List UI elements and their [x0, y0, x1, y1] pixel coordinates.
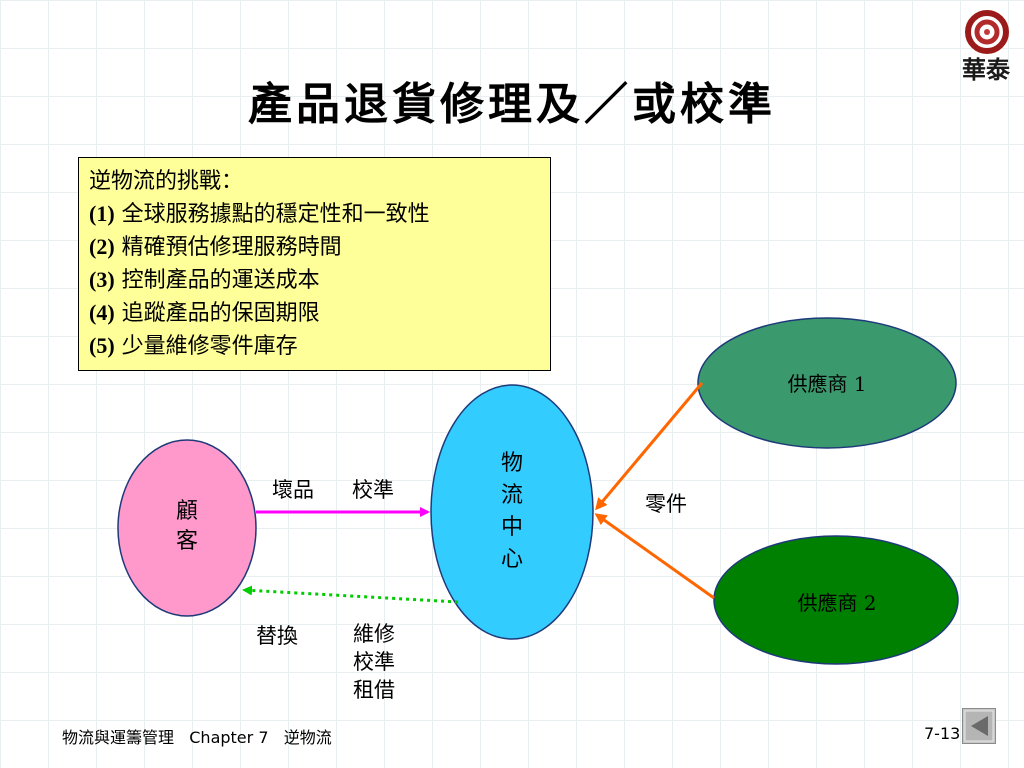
customer-label-line: 客: [175, 529, 198, 554]
supplier-2-node: [713, 535, 959, 665]
logistics-center-node: [430, 384, 594, 640]
challenge-item: (5) 少量維修零件庫存: [89, 330, 540, 363]
back-button[interactable]: [962, 708, 996, 744]
logo-label: 華泰: [962, 56, 1010, 84]
challenge-text: 全球服務據點的穩定性和一致性: [121, 202, 430, 227]
page-number: 7-13: [924, 724, 961, 743]
service-item: 租借: [353, 678, 395, 702]
service-item: 維修: [353, 622, 395, 646]
supplier-1-label: 供應商 1: [787, 372, 867, 396]
triangle-left-icon: [971, 716, 988, 736]
logistics-center-label: 物 流 中 心: [492, 448, 532, 576]
logistics-center-char: 流: [500, 483, 523, 508]
customer-node: [117, 439, 257, 617]
challenge-item: (1) 全球服務據點的穩定性和一致性: [89, 198, 540, 231]
challenge-text: 控制產品的運送成本: [121, 268, 320, 293]
logistics-center-char: 心: [500, 547, 523, 572]
footer-course-info: 物流與運籌管理 Chapter 7 逆物流: [62, 728, 332, 747]
replacement-label: 替換: [256, 624, 298, 648]
challenges-box: 逆物流的挑戰： (1) 全球服務據點的穩定性和一致性 (2) 精確預估修理服務時…: [78, 157, 551, 371]
challenge-item: (4) 追蹤產品的保固期限: [89, 297, 540, 330]
challenge-number: (4): [89, 300, 115, 325]
challenge-number: (3): [89, 267, 115, 292]
logo-ring-icon: [965, 10, 1009, 54]
challenge-number: (2): [89, 234, 115, 259]
challenges-heading: 逆物流的挑戰：: [89, 169, 244, 194]
calibration-label: 校準: [352, 478, 394, 502]
supplier-2-arrow: [594, 513, 715, 600]
defective-label: 壞品: [272, 478, 314, 502]
supplier-1-node: [697, 317, 957, 449]
customer-label: 顧 客: [155, 497, 219, 557]
services-label: 維修 校準 租借: [353, 620, 395, 704]
slide-title: 產品退貨修理及／或校準: [248, 79, 776, 130]
challenge-item: (2) 精確預估修理服務時間: [89, 231, 540, 264]
challenge-text: 精確預估修理服務時間: [121, 235, 342, 260]
customer-label-line: 顧: [175, 499, 198, 524]
challenge-number: (1): [89, 201, 115, 226]
supplier-1-arrow: [595, 382, 704, 511]
service-item: 校準: [353, 650, 395, 674]
challenge-text: 追蹤產品的保固期限: [121, 301, 320, 326]
company-logo: [965, 10, 1009, 54]
challenge-number: (5): [89, 333, 115, 358]
challenge-item: (3) 控制產品的運送成本: [89, 264, 540, 297]
logistics-center-char: 物: [500, 451, 523, 476]
supplier-2-label: 供應商 2: [797, 591, 877, 615]
challenge-text: 少量維修零件庫存: [121, 334, 298, 359]
parts-label: 零件: [645, 492, 687, 516]
logistics-center-char: 中: [500, 515, 523, 540]
return-flow-arrow: [242, 585, 459, 604]
